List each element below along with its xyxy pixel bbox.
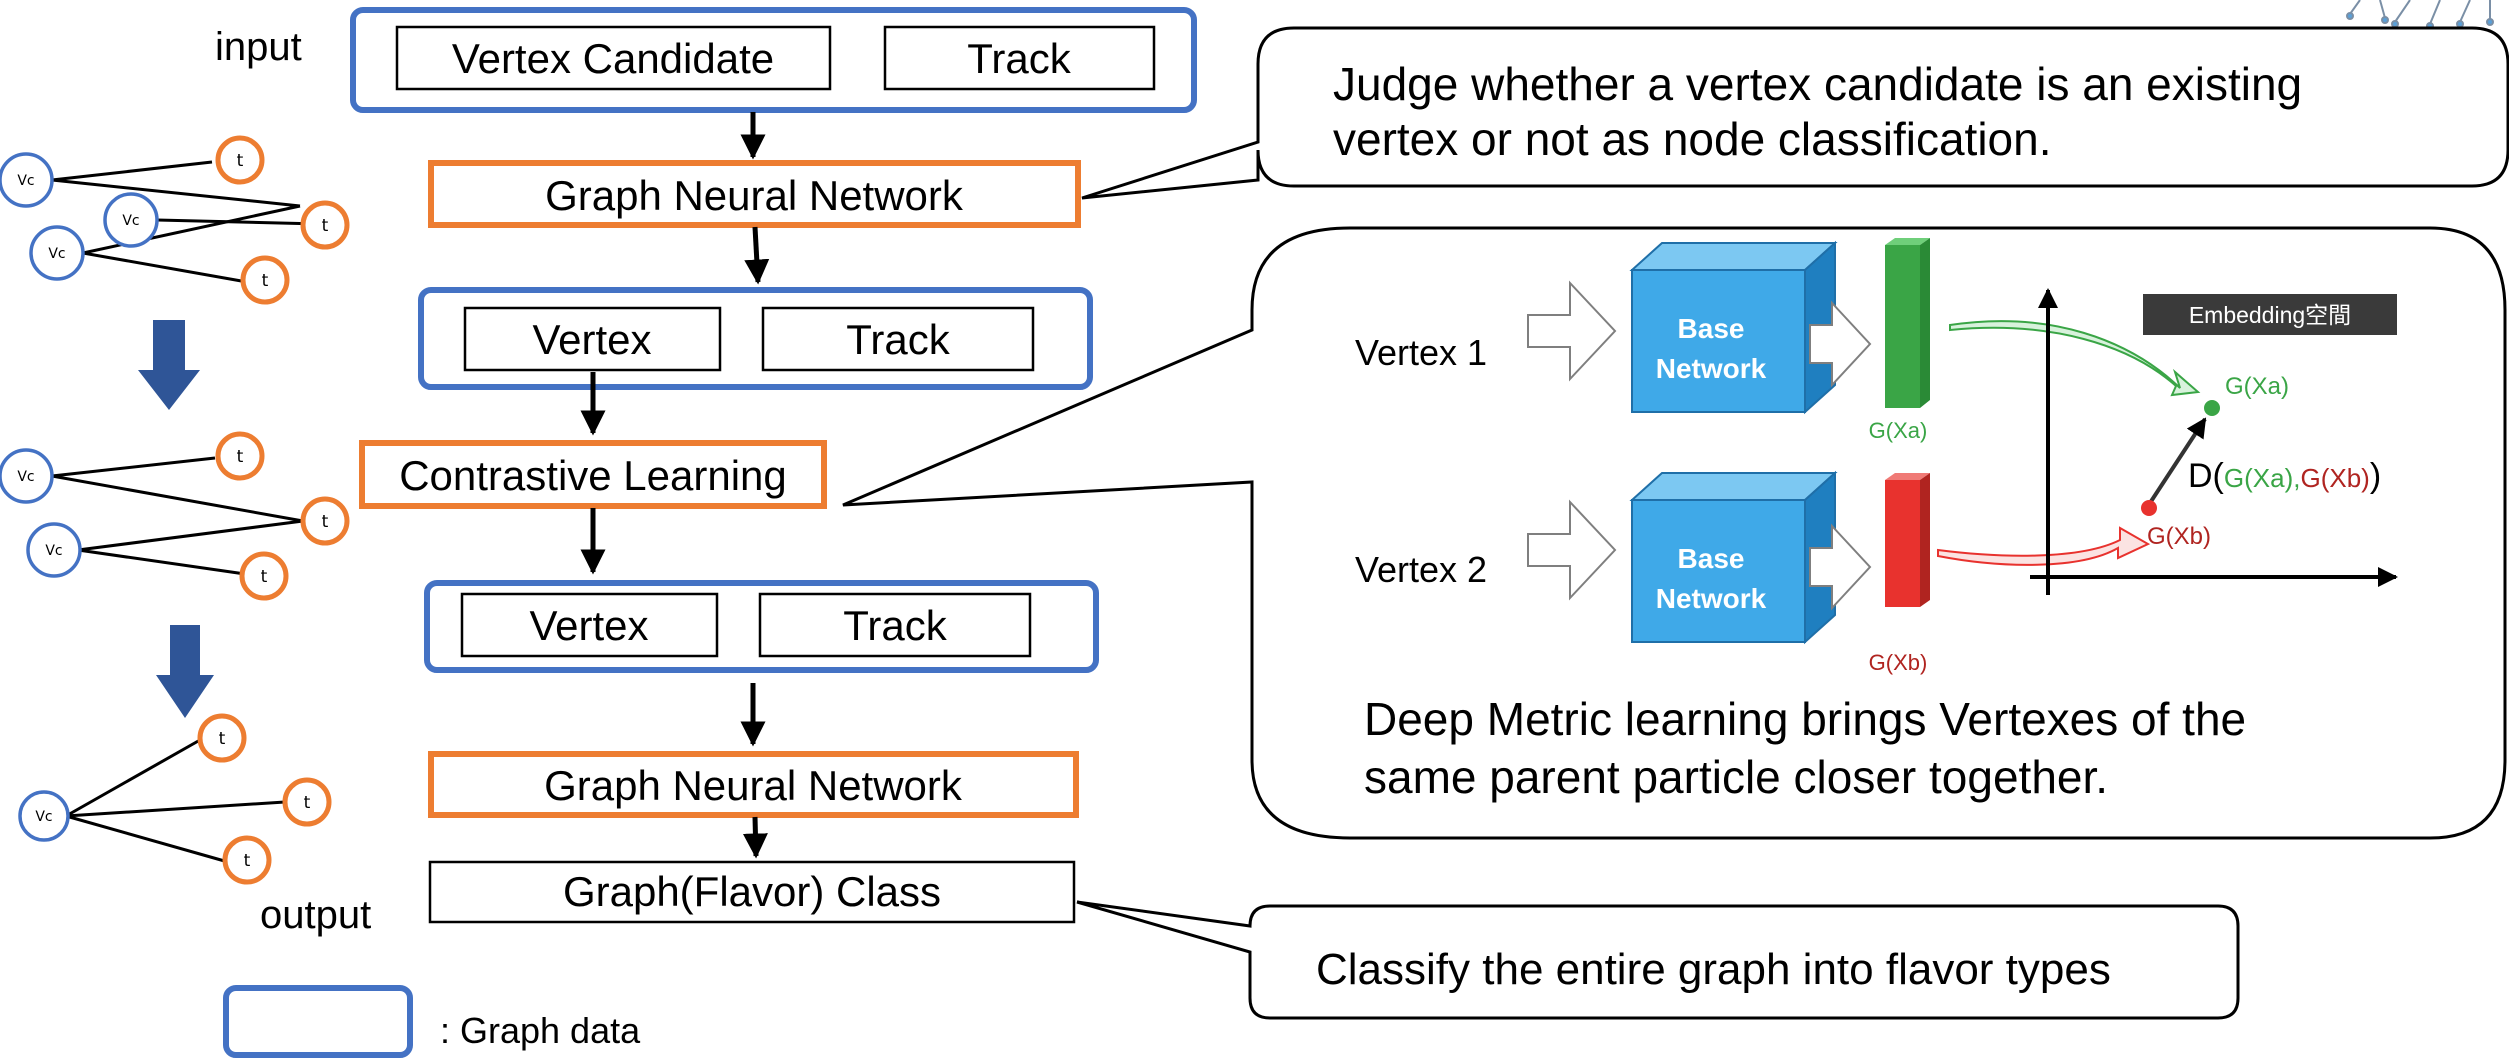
callout-flavor-note (1076, 900, 2240, 1020)
track-node-icon (282, 777, 332, 827)
track-node-icon (300, 496, 350, 546)
base-network-1-line-2: Network (1656, 353, 1767, 384)
track-node-icon (215, 431, 265, 481)
track-node-label: t (237, 447, 244, 467)
track-node-label: t (322, 512, 329, 532)
contrastive-learning-box: Contrastive Learning (359, 440, 827, 509)
gnn-note-line-1: Judge whether a vertex candidate is an e… (1333, 58, 2302, 110)
metric-note-line-1: Deep Metric learning brings Vertexes of … (1364, 693, 2246, 745)
mid-graph-box-2: Vertex Track (424, 580, 1099, 673)
base-network-cube-2: Base Network (1629, 470, 1838, 645)
arrow-gnn2-to-output (742, 816, 768, 859)
track-node-label: t (304, 793, 311, 813)
input-track-text: Track (967, 35, 1071, 82)
arrow-gnn-to-mid1 (744, 226, 770, 285)
vertex-node-label: Vc (45, 543, 62, 559)
input-arrow-icon (1527, 499, 1617, 601)
track-node-icon (197, 713, 247, 763)
vertex-node-label: Vc (17, 173, 34, 189)
embedding-vector-green (1885, 238, 1930, 408)
track-node-icon (239, 551, 289, 601)
mid-graph-box-1: Vertex Track (418, 287, 1093, 390)
track-node-icon (300, 200, 350, 250)
flavor-note-text: Classify the entire graph into flavor ty… (1316, 945, 2111, 994)
gnn-note-line-2: vertex or not as node classification. (1333, 113, 2051, 165)
vertex-node-icon (26, 522, 82, 578)
vertex-node-icon (0, 152, 54, 208)
vertex-node-label: Vc (17, 469, 34, 485)
base-network-1-line-1: Base (1678, 313, 1745, 344)
track-node-label: t (262, 271, 269, 291)
track-node-icon (222, 835, 272, 885)
metric-learning-figure: Vertex 1 Vertex 2 Base Network Base Netw… (1355, 238, 2398, 675)
vertex-2-label: Vertex 2 (1355, 549, 1487, 590)
gnn-box-1: Graph Neural Network (428, 160, 1081, 228)
distance-label: D(G(Xa),G(Xb)) (2188, 457, 2381, 495)
graph-illustration-3 (65, 738, 286, 864)
point-xa-label: G(Xa) (2225, 373, 2289, 400)
graph-illustration-2 (51, 456, 304, 576)
track-node-label: t (237, 151, 244, 171)
metric-note-line-2: same parent particle closer together. (1364, 751, 2108, 803)
distance-arrow (2146, 417, 2207, 508)
gnn-2-text: Graph Neural Network (544, 762, 963, 809)
gnn-1-text: Graph Neural Network (545, 172, 964, 219)
vertex-node-label: Vc (35, 809, 52, 825)
graph-3-nodes: Vc t t t (18, 713, 332, 885)
graph-2-nodes: Vc Vc t t t (0, 431, 350, 601)
legend-swatch (223, 985, 413, 1058)
vertex-node-icon (29, 225, 85, 281)
output-label: output (260, 893, 371, 937)
g-xb-label: G(Xb) (1869, 650, 1928, 675)
embedding-space-label: Embedding空間 (2189, 302, 2351, 328)
mid2-track-text: Track (843, 602, 947, 649)
contrastive-text: Contrastive Learning (399, 452, 787, 499)
mid1-vertex-text: Vertex (532, 316, 651, 363)
track-node-icon (215, 135, 265, 185)
graph-illustration-1 (51, 160, 321, 284)
output-arrow-icon (1809, 523, 1872, 611)
point-xa (2204, 400, 2220, 416)
vertex-candidate-text: Vertex Candidate (452, 35, 774, 82)
mapping-arrow-red (1937, 526, 2151, 566)
embedding-vector-red (1885, 473, 1930, 607)
graph-1-nodes: Vc Vc Vc t t t (0, 135, 350, 305)
vertex-node-label: Vc (122, 213, 139, 229)
down-arrow-icon (138, 320, 200, 410)
vertex-1-label: Vertex 1 (1355, 332, 1487, 373)
g-xa-label: G(Xa) (1869, 418, 1928, 443)
input-arrow-icon (1527, 280, 1617, 382)
input-label: input (215, 25, 302, 69)
output-arrow-icon (1809, 300, 1872, 388)
mapping-arrow-green (1949, 320, 2201, 397)
vertex-node-icon (103, 192, 159, 248)
legend: : Graph data (223, 985, 641, 1058)
vertex-node-label: Vc (48, 246, 65, 262)
base-network-cube-1: Base Network (1629, 240, 1838, 415)
decorative-particle-burst (2346, 0, 2494, 30)
input-graph-box: Vertex Candidate Track (350, 7, 1197, 113)
callout-gnn-note (1081, 26, 2509, 200)
track-node-label: t (261, 567, 268, 587)
down-arrow-icon (156, 625, 214, 718)
legend-label: : Graph data (440, 1010, 641, 1051)
track-node-label: t (219, 729, 226, 749)
output-class-text: Graph(Flavor) Class (563, 868, 941, 915)
track-node-icon (240, 255, 290, 305)
embedding-space-badge (2143, 294, 2397, 335)
mid1-track-text: Track (846, 316, 950, 363)
vertex-node-icon (0, 448, 54, 504)
point-xb-label: G(Xb) (2147, 523, 2211, 550)
gnn-box-2: Graph Neural Network (428, 751, 1079, 818)
base-network-2-line-2: Network (1656, 583, 1767, 614)
output-class-box: Graph(Flavor) Class (428, 860, 1076, 924)
vertex-node-icon (18, 790, 70, 842)
track-node-label: t (244, 851, 251, 871)
base-network-2-line-1: Base (1678, 543, 1745, 574)
mid2-vertex-text: Vertex (529, 602, 648, 649)
track-node-label: t (322, 216, 329, 236)
point-xb (2141, 500, 2157, 516)
